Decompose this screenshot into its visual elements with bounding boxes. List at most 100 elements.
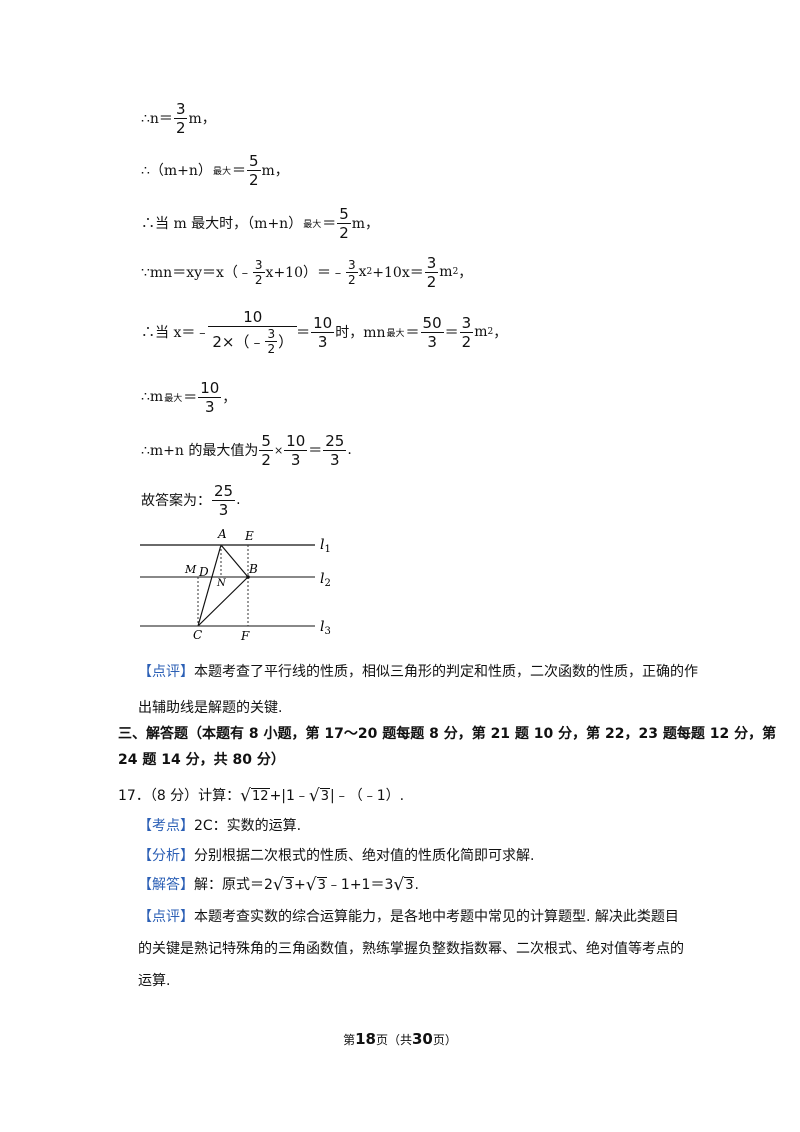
text: m — [474, 324, 488, 340]
point-B — [246, 575, 250, 579]
heading-line: 24 题 14 分，共 80 分） — [118, 752, 285, 768]
text: m， — [261, 163, 289, 179]
tag: 【解答】 — [138, 877, 194, 893]
text: 的关键是熟记特殊角的三角函数值，熟练掌握负整数指数幂、二次根式、绝对值等考点的 — [138, 941, 684, 957]
text: ﹣1+1＝3 — [326, 877, 394, 893]
text: × — [273, 443, 284, 457]
text: + — [294, 877, 306, 893]
jieda: 【解答】 解：原式＝2 √3 + √3 ﹣1+1＝3 √3 . — [138, 871, 419, 899]
section-heading: 三、解答题（本题有 8 小题，第 17～20 题每题 8 分，第 21 题 10… — [118, 721, 776, 773]
label-C: C — [193, 628, 202, 642]
text: 解：原式＝2 — [194, 877, 273, 893]
text: 本题考查实数的综合运算能力，是各地中考题中常见的计算题型. 解决此类题目 — [194, 909, 679, 925]
geometry-figure: A E M D N B C F l1 l2 l3 — [140, 527, 331, 643]
text: ， — [458, 265, 473, 281]
comment-text: 出辅助线是解题的关键. — [138, 700, 283, 716]
text: 第 — [343, 1033, 356, 1047]
text: 页（共 — [375, 1033, 412, 1047]
text: ＝ — [444, 325, 459, 341]
text: ∴n＝ — [141, 111, 173, 127]
page-number: 18 — [355, 1030, 376, 1048]
text: . — [414, 877, 419, 893]
text: +10x＝ — [372, 265, 424, 281]
page-footer: 第18页（共30页） — [0, 1030, 800, 1048]
text: ＝ — [308, 443, 323, 459]
subscript: 最大 — [212, 166, 231, 177]
text: 2C：实数的运算. — [194, 818, 302, 834]
tag: 【考点】 — [138, 818, 194, 834]
text: ， — [493, 325, 508, 341]
label-B: B — [248, 562, 258, 576]
text: ＝ — [296, 325, 311, 341]
text: 分别根据二次根式的性质、绝对值的性质化简即可求解. — [194, 848, 535, 864]
label-l3: l3 — [320, 619, 331, 637]
label-E: E — [244, 529, 254, 543]
dianping: 【点评】本题考查实数的综合运算能力，是各地中考题中常见的计算题型. 解决此类题目… — [138, 901, 684, 997]
sqrt-12: √12 — [240, 786, 270, 806]
text: . — [236, 492, 241, 508]
comment-text: 本题考查了平行线的性质，相似三角形的判定和性质，二次函数的性质，正确的作 — [194, 664, 698, 680]
text: ∴m — [141, 389, 164, 405]
heading-line: 三、解答题（本题有 8 小题，第 17～20 题每题 8 分，第 21 题 10… — [118, 726, 777, 742]
sqrt-3: √3 — [393, 875, 415, 895]
total-pages: 30 — [412, 1030, 433, 1048]
text: ） — [278, 332, 294, 351]
text: ∴当 x＝﹣ — [141, 325, 210, 341]
label-F: F — [240, 629, 250, 643]
text: ＝ — [322, 216, 337, 232]
text: m — [439, 264, 453, 280]
question-17: 17．（8 分）计算： √12 +|1﹣ √3 |﹣（﹣1）. — [118, 782, 404, 810]
comment-tag: 【点评】 — [138, 664, 194, 680]
superscript: 2 — [487, 327, 494, 337]
superscript: 2 — [452, 267, 459, 277]
text: ＝ — [231, 163, 246, 179]
text: m， — [351, 216, 380, 232]
label-D: D — [198, 565, 209, 579]
text: ∴（m+n） — [141, 163, 212, 179]
superscript: 2 — [366, 267, 373, 277]
sqrt-3: √3 — [308, 786, 331, 806]
text: 页） — [432, 1033, 457, 1047]
segment-AB — [220, 544, 249, 578]
tag: 【点评】 — [138, 909, 194, 925]
kaodian: 【考点】2C：实数的运算. — [138, 812, 301, 840]
text: ∵mn＝xy＝x（﹣ — [141, 265, 252, 281]
label-l1: l1 — [320, 537, 331, 555]
text: 运算. — [138, 973, 171, 989]
text: m， — [188, 111, 216, 127]
text: 故答案为： — [141, 493, 211, 509]
label-A: A — [217, 527, 227, 541]
label-N: N — [216, 578, 227, 589]
text: ＝ — [405, 325, 420, 341]
text: ， — [222, 390, 237, 406]
text: |﹣（﹣1）. — [330, 788, 405, 804]
subscript: 最大 — [303, 219, 322, 230]
label-M: M — [184, 563, 197, 576]
text: x+10）＝﹣ — [265, 265, 345, 281]
text: +|1﹣ — [269, 788, 309, 804]
text: x — [358, 264, 367, 280]
fenxi: 【分析】分别根据二次根式的性质、绝对值的性质化简即可求解. — [138, 842, 534, 870]
text: 17．（8 分）计算： — [118, 788, 241, 804]
sqrt-3: √3 — [305, 875, 327, 895]
